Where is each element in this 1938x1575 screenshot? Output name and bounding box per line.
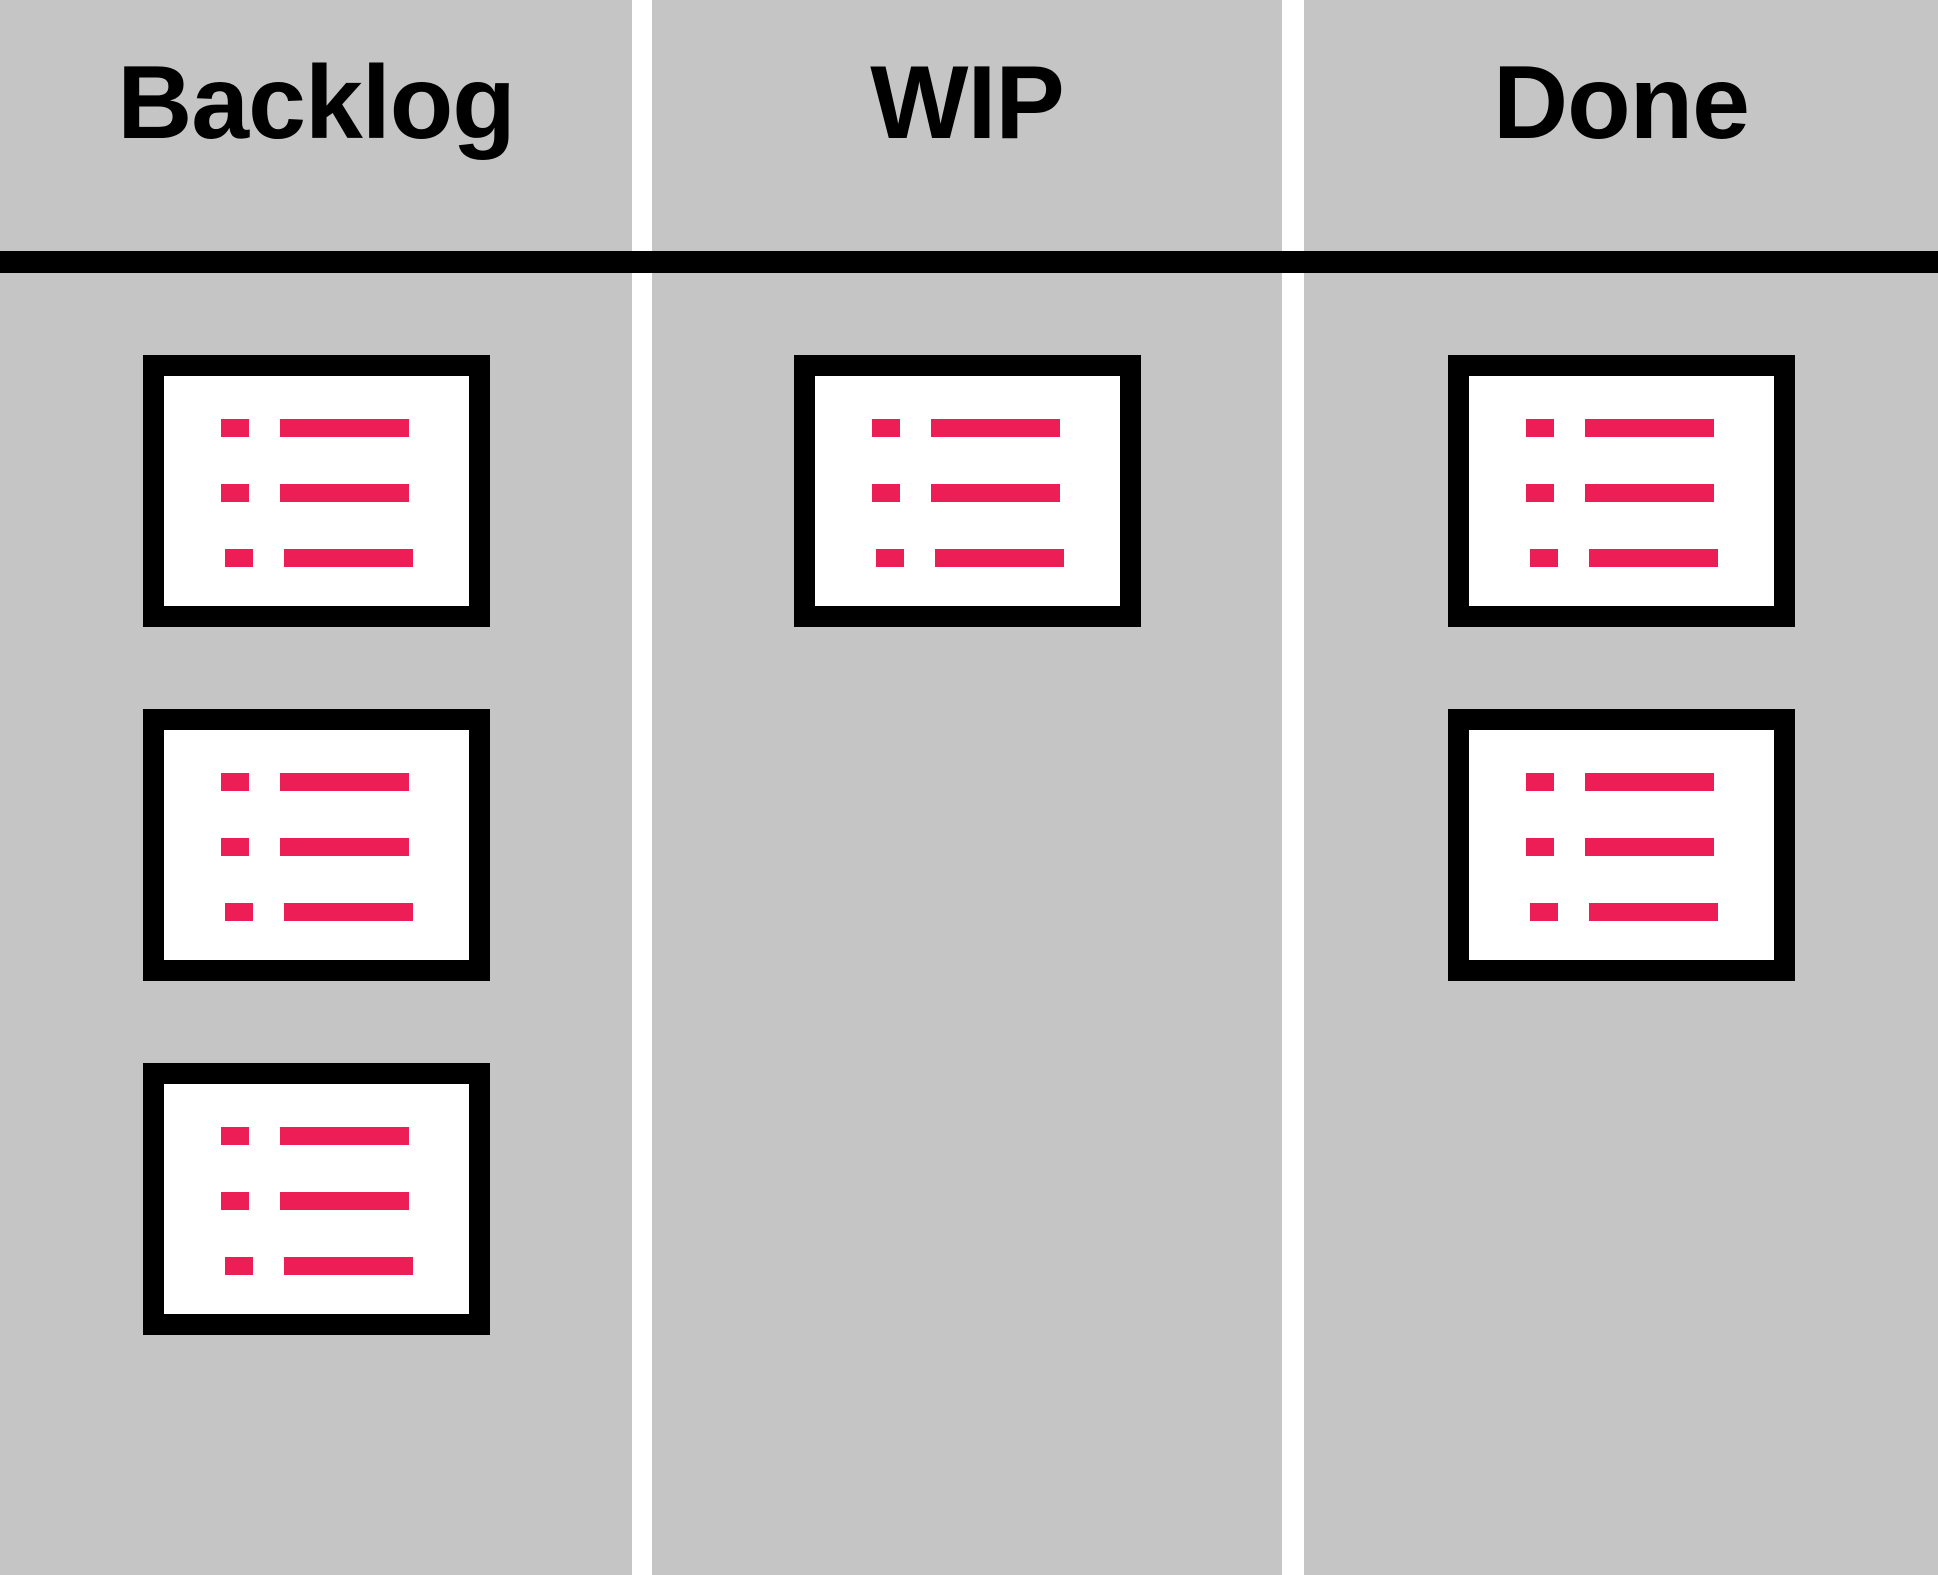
kanban-card[interactable] <box>142 355 490 627</box>
list-line-icon <box>283 1257 413 1275</box>
list-line-icon <box>279 484 409 502</box>
list-bullet-icon <box>1525 419 1554 437</box>
list-bullet-icon <box>220 419 249 437</box>
list-bullet-icon <box>1529 903 1558 921</box>
list-line-icon <box>930 484 1060 502</box>
kanban-card[interactable] <box>142 1063 490 1335</box>
list-line-icon <box>283 903 413 921</box>
card-stack <box>652 273 1282 1575</box>
list-line-icon <box>934 549 1064 567</box>
list-bullet-icon <box>220 484 249 502</box>
list-line-icon <box>1588 903 1718 921</box>
list-line-icon <box>1584 838 1714 856</box>
list-line-icon <box>930 419 1060 437</box>
kanban-card[interactable] <box>142 709 490 981</box>
list-line-icon <box>279 419 409 437</box>
list-bullet-icon <box>220 838 249 856</box>
kanban-card[interactable] <box>1447 355 1795 627</box>
list-line-icon <box>279 838 409 856</box>
list-bullet-icon <box>1529 549 1558 567</box>
column-header-backlog: Backlog <box>117 44 516 161</box>
list-bullet-icon <box>875 549 904 567</box>
list-bullet-icon <box>220 773 249 791</box>
column-done: Done <box>1304 0 1938 1575</box>
list-bullet-icon <box>220 1127 249 1145</box>
card-stack <box>1304 273 1938 1575</box>
column-header-wip: WIP <box>870 44 1064 161</box>
list-line-icon <box>1584 484 1714 502</box>
list-line-icon <box>283 549 413 567</box>
list-line-icon <box>1584 419 1714 437</box>
list-bullet-icon <box>1525 484 1554 502</box>
list-bullet-icon <box>871 484 900 502</box>
kanban-card[interactable] <box>1447 709 1795 981</box>
column-backlog: Backlog <box>0 0 632 1575</box>
list-bullet-icon <box>1525 838 1554 856</box>
list-bullet-icon <box>871 419 900 437</box>
list-line-icon <box>279 773 409 791</box>
list-bullet-icon <box>220 1192 249 1210</box>
list-line-icon <box>279 1192 409 1210</box>
list-bullet-icon <box>1525 773 1554 791</box>
list-bullet-icon <box>224 1257 253 1275</box>
list-bullet-icon <box>224 549 253 567</box>
list-line-icon <box>1588 549 1718 567</box>
list-bullet-icon <box>224 903 253 921</box>
column-wip: WIP <box>652 0 1282 1575</box>
card-stack <box>0 273 632 1575</box>
kanban-card[interactable] <box>793 355 1141 627</box>
list-line-icon <box>1584 773 1714 791</box>
column-header-done: Done <box>1493 44 1750 161</box>
list-line-icon <box>279 1127 409 1145</box>
header-divider-line <box>0 251 1938 273</box>
